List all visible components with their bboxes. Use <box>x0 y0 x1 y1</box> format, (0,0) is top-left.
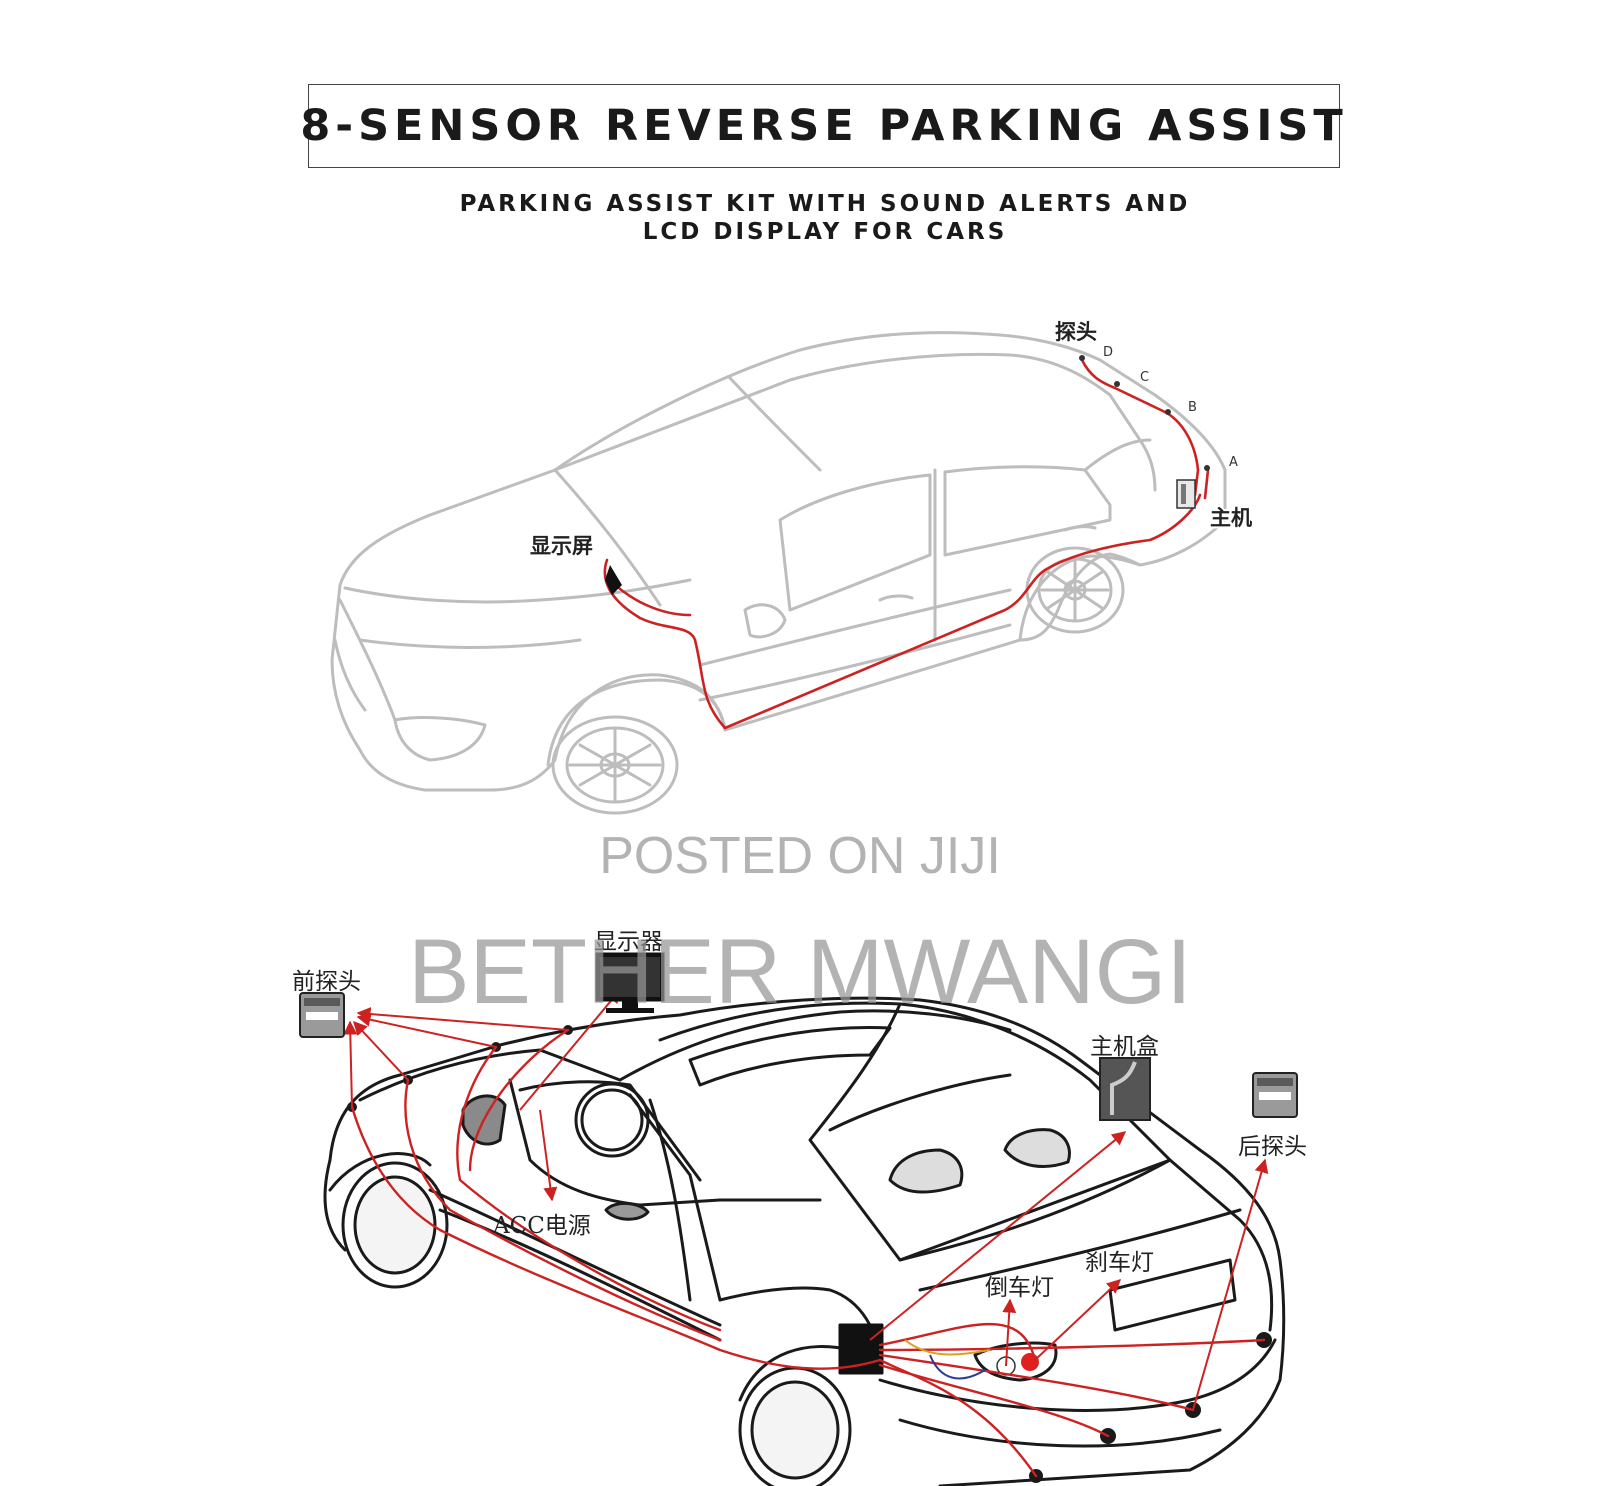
control-box-icon <box>1099 1057 1151 1121</box>
label-rear-probe: 后探头 <box>1238 1134 1307 1160</box>
front-probe-icon <box>299 992 345 1038</box>
sensor-label-a: A <box>1229 455 1238 470</box>
top-car-illustration <box>330 331 1227 815</box>
label-control-box: 主机盒 <box>1090 1034 1159 1060</box>
bottom-car-wiring <box>350 1028 1266 1478</box>
label-monitor: 显示器 <box>594 929 663 955</box>
brake-light-dot <box>1021 1353 1039 1371</box>
label-brake-light: 刹车灯 <box>1085 1250 1154 1276</box>
display-device-icon <box>605 565 622 595</box>
sensor-label-b: B <box>1188 400 1197 415</box>
sensor-label-c: C <box>1140 370 1150 385</box>
title-box: 8-SENSOR REVERSE PARKING ASSIST <box>300 84 1343 168</box>
label-acc-power: ACC电源 <box>493 1213 591 1239</box>
sensor-b-dot <box>1165 409 1171 415</box>
main-unit-icon <box>1176 479 1196 509</box>
sensor-a-dot <box>1204 465 1210 471</box>
bottom-arrows <box>343 988 1269 1411</box>
label-reverse-light: 倒车灯 <box>985 1275 1054 1301</box>
watermark-line-2: BETHER MWANGI <box>408 921 1192 1023</box>
subtitle-line-1: PARKING ASSIST KIT WITH SOUND ALERTS AND <box>459 191 1191 217</box>
sensor-label-d: D <box>1103 345 1114 360</box>
watermark-line-1: POSTED ON JIJI <box>599 827 1001 885</box>
blue-wire <box>929 1354 986 1380</box>
sensor-c-dot <box>1114 381 1120 387</box>
yellow-wire <box>904 1339 991 1356</box>
label-probe: 探头 <box>1055 320 1097 344</box>
sensor-d-dot <box>1079 355 1085 361</box>
top-sensor-dots <box>1079 355 1210 471</box>
label-main-unit: 主机 <box>1210 506 1252 530</box>
page-title: 8-SENSOR REVERSE PARKING ASSIST <box>300 101 1348 151</box>
monitor-icon <box>595 952 665 1013</box>
rear-probe-icon <box>1252 1072 1298 1118</box>
label-display: 显示屏 <box>530 534 593 558</box>
label-front-probe: 前探头 <box>292 969 361 995</box>
subtitle: PARKING ASSIST KIT WITH SOUND ALERTS AND… <box>300 190 1350 246</box>
subtitle-line-2: LCD DISPLAY FOR CARS <box>642 219 1008 245</box>
